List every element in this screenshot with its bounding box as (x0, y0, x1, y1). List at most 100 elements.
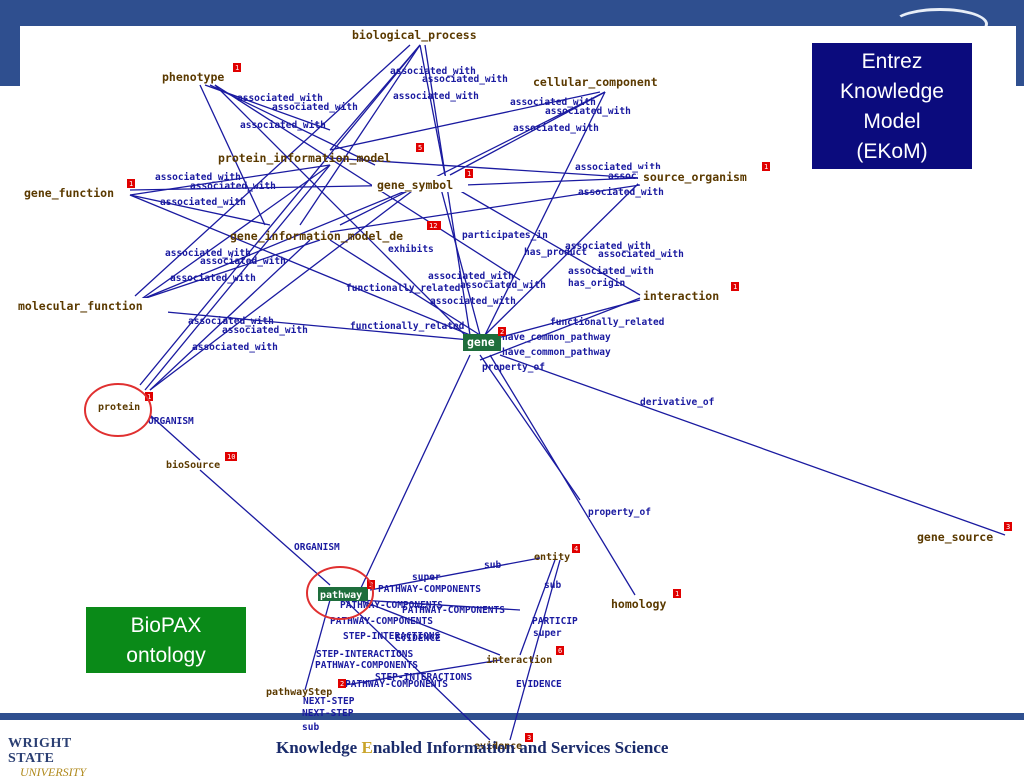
edge (329, 157, 641, 179)
svg-text:1: 1 (675, 590, 679, 598)
node-protein[interactable]: protein (98, 401, 140, 413)
edge-label: associated_with (513, 123, 599, 134)
footer-rule (0, 713, 1024, 720)
edge (304, 599, 331, 691)
node-source-organism[interactable]: source_organism (643, 170, 747, 185)
edge-label: sub (544, 580, 561, 591)
svg-text:1: 1 (147, 393, 151, 401)
svg-text:1: 1 (764, 163, 768, 171)
edge (479, 354, 581, 501)
edge-label: associated_with (237, 93, 323, 104)
edge (489, 299, 641, 341)
edge-label: associated_with (545, 106, 631, 117)
svg-text:4: 4 (574, 545, 578, 553)
ekom-line: Entrez (861, 50, 923, 73)
node-gene-source[interactable]: gene_source (917, 530, 993, 545)
node-pathway-step[interactable]: pathwayStep (266, 687, 332, 698)
svg-text:3: 3 (1006, 523, 1010, 531)
node-gene-function[interactable]: gene_function (24, 186, 114, 201)
edges (89, 44, 1006, 741)
edge (359, 354, 471, 591)
edge-label: ORGANISM (294, 542, 340, 553)
edge-label: PATHWAY-COMPONENTS (402, 605, 505, 616)
badge-evidence: 3 (525, 733, 533, 742)
badge-gene-information-model-de: 12 (427, 221, 441, 230)
edge (484, 91, 606, 336)
edge-label: associated_with (598, 249, 684, 260)
edge-label: associated_with (393, 91, 479, 102)
edge (519, 559, 556, 656)
edge-label: functionally_related (550, 317, 665, 328)
edge (484, 181, 641, 336)
edge-label: have_common_pathway (502, 347, 611, 358)
edge-label: associated_with (170, 273, 256, 284)
node-phenotype[interactable]: phenotype (162, 70, 224, 84)
node-molecular-function[interactable]: molecular_function (18, 299, 143, 314)
node-gene[interactable]: gene (467, 335, 495, 349)
node-interaction-top[interactable]: interaction (643, 289, 719, 303)
node-entity[interactable]: entity (534, 551, 570, 563)
tagline-pre: Knowledge (276, 738, 362, 757)
edge-label: EVIDENCE (516, 679, 562, 690)
edge-label: NEXT-STEP (302, 708, 354, 719)
edge (419, 44, 446, 176)
edge-label: associated_with (575, 162, 661, 173)
edge-label: associated_with (190, 181, 276, 192)
edge (329, 184, 641, 233)
ekom-line: Model (863, 110, 921, 133)
node-gene-symbol[interactable]: gene_symbol (377, 178, 453, 193)
badge-biosource: 10 (225, 452, 237, 461)
edge-label: associated_with (422, 74, 508, 85)
node-gene-information-model-de[interactable]: gene_information_model_de (230, 229, 403, 244)
svg-text:2: 2 (340, 680, 344, 688)
edge-label: participates_in (462, 230, 548, 241)
node-evidence[interactable]: evidence (474, 740, 522, 752)
edge-label: PATHWAY-COMPONENTS (345, 679, 448, 690)
edge-label: EVIDENCE (395, 633, 441, 644)
badge-interaction-bottom: 6 (556, 646, 564, 655)
badge-gene-function: 1 (127, 179, 135, 188)
tagline-post: nabled Information and Services Science (372, 738, 669, 757)
badge-homology: 1 (673, 589, 681, 598)
tagline-highlight: E (361, 738, 373, 757)
edge (139, 239, 321, 301)
edge-label: associated_with (200, 256, 286, 267)
edge (344, 599, 491, 741)
edge (129, 184, 421, 191)
node-pathway[interactable]: pathway (320, 590, 362, 601)
edge-label: has_origin (568, 278, 625, 289)
edge-label: associated_with (578, 187, 664, 198)
svg-text:12: 12 (429, 222, 437, 230)
svg-text:1: 1 (129, 180, 133, 188)
badge-phenotype: 1 (233, 63, 241, 72)
node-interaction-bottom[interactable]: interaction (486, 654, 552, 666)
node-biological-process[interactable]: biological_process (352, 28, 477, 43)
edge (344, 659, 501, 686)
edge (359, 599, 501, 656)
biopax-callout: BioPAX ontology (85, 606, 247, 674)
edge-label: property_of (588, 507, 651, 518)
badge-interaction-top: 1 (731, 282, 739, 291)
edge-label: PATHWAY-COMPONENTS (330, 616, 433, 627)
node-protein-information-model[interactable]: protein_information_model (218, 151, 391, 166)
badge-gene: 2 (498, 327, 506, 336)
edge-label: associated_with (160, 197, 246, 208)
biopax-line: BioPAX (130, 614, 202, 637)
edge (329, 91, 601, 151)
footer-tagline: Knowledge Enabled Information and Servic… (276, 738, 756, 762)
edge (129, 194, 471, 336)
edge-label: associated_with (430, 296, 516, 307)
edge (199, 469, 331, 586)
edge-label: property_of (482, 362, 545, 373)
nodes: biological_process phenotype cellular_co… (14, 28, 993, 752)
edge-label: PARTICIP (532, 616, 578, 627)
highlight-circle-pathway (306, 566, 374, 620)
node-homology[interactable]: homology (611, 597, 666, 611)
node-cellular-component[interactable]: cellular_component (533, 75, 658, 90)
edge-label: ORGANISM (148, 416, 194, 427)
edge (134, 44, 411, 297)
svg-text:1: 1 (733, 283, 737, 291)
edge-label: derivative_of (640, 397, 715, 408)
edge (149, 414, 201, 461)
node-biosource[interactable]: bioSource (166, 459, 220, 471)
